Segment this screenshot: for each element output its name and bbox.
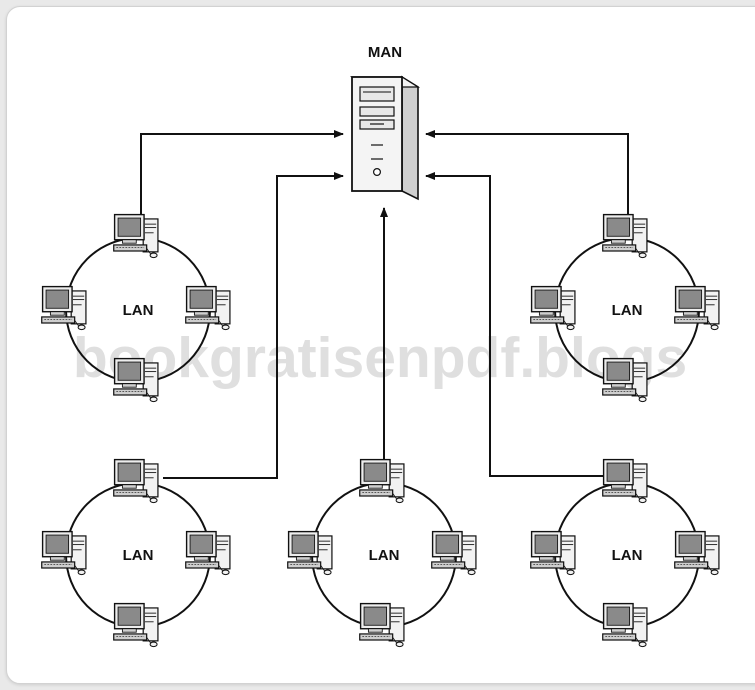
lan-groups: LAN LAN LAN LAN LAN <box>41 213 720 648</box>
desktop-computer-icon <box>602 213 648 259</box>
desktop-computer-icon <box>113 602 159 648</box>
lan-label: LAN <box>123 302 154 319</box>
lan-label: LAN <box>612 547 643 564</box>
desktop-computer-icon <box>602 357 648 403</box>
lan-label: LAN <box>123 547 154 564</box>
lan-label: LAN <box>612 302 643 319</box>
uplink-connections <box>140 130 629 479</box>
lan-bottom-right: LAN <box>530 458 720 648</box>
desktop-computer-icon <box>530 285 576 331</box>
desktop-computer-icon <box>113 213 159 259</box>
lan-label: LAN <box>369 547 400 564</box>
lan-top-left: LAN <box>41 213 231 403</box>
desktop-computer-icon <box>287 530 333 576</box>
desktop-computer-icon <box>359 602 405 648</box>
desktop-computer-icon <box>602 602 648 648</box>
desktop-computer-icon <box>530 530 576 576</box>
uplink-bottom-right <box>425 172 608 477</box>
lan-top-right: LAN <box>530 213 720 403</box>
desktop-computer-icon <box>41 285 87 331</box>
uplink-bottom-left <box>163 172 344 479</box>
man-server: MAN <box>351 44 419 200</box>
desktop-computer-icon <box>113 458 159 504</box>
man-label: MAN <box>368 44 402 61</box>
desktop-computer-icon <box>674 285 720 331</box>
uplink-top-left <box>140 130 344 216</box>
watermark-text: bookgratisenpdf.blogs <box>73 326 687 390</box>
desktop-computer-icon <box>41 530 87 576</box>
uplink-top-right <box>425 130 629 217</box>
desktop-computer-icon <box>674 530 720 576</box>
desktop-computer-icon <box>113 357 159 403</box>
desktop-computer-icon <box>431 530 477 576</box>
desktop-computer-icon <box>185 285 231 331</box>
desktop-computer-icon <box>185 530 231 576</box>
lan-bottom-center: LAN <box>287 458 477 648</box>
desktop-computer-icon <box>602 458 648 504</box>
lan-bottom-left: LAN <box>41 458 231 648</box>
tower-server-icon <box>351 76 419 200</box>
desktop-computer-icon <box>359 458 405 504</box>
